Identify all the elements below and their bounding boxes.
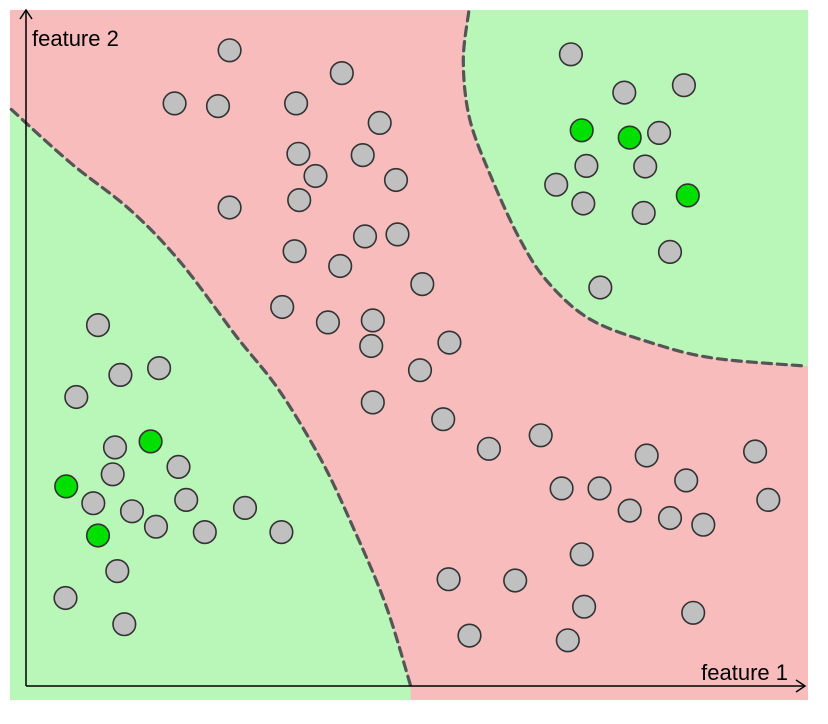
positive-region-1 (10, 109, 411, 700)
unlabeled-point-17 (410, 272, 435, 297)
unlabeled-point-20 (360, 308, 385, 333)
labeled-point-6 (85, 523, 111, 548)
points-layer (53, 38, 781, 653)
unlabeled-point-65 (569, 542, 594, 567)
y-axis-arrow-icon (19, 8, 33, 20)
axes-layer (19, 8, 807, 693)
unlabeled-point-44 (166, 454, 191, 480)
unlabeled-point-49 (232, 495, 258, 521)
x-axis-label: feature 1 (701, 660, 788, 685)
unlabeled-point-2 (329, 60, 354, 86)
unlabeled-point-31 (646, 120, 672, 145)
unlabeled-point-32 (574, 153, 599, 178)
unlabeled-point-48 (174, 487, 199, 513)
unlabeled-point-33 (633, 154, 658, 179)
unlabeled-point-63 (691, 512, 716, 537)
unlabeled-point-50 (143, 514, 169, 539)
unlabeled-point-4 (205, 93, 231, 119)
labeled-point-2 (617, 125, 642, 150)
unlabeled-point-13 (385, 222, 410, 247)
labeled-point-3 (675, 183, 700, 208)
positive-region-2 (463, 10, 808, 367)
unlabeled-point-61 (617, 498, 642, 523)
unlabeled-point-27 (528, 423, 553, 448)
unlabeled-point-46 (81, 491, 106, 516)
unlabeled-point-10 (383, 167, 409, 193)
unlabeled-point-41 (108, 362, 133, 388)
unlabeled-point-69 (681, 600, 706, 625)
labeled-point-1 (569, 118, 594, 143)
unlabeled-point-70 (457, 623, 482, 648)
unlabeled-point-62 (657, 505, 683, 531)
unlabeled-point-23 (407, 358, 433, 383)
unlabeled-point-43 (102, 435, 128, 460)
unlabeled-point-16 (328, 253, 353, 279)
unlabeled-point-12 (287, 188, 312, 213)
unlabeled-point-40 (147, 356, 172, 381)
unlabeled-point-53 (105, 558, 130, 584)
unlabeled-point-67 (503, 568, 528, 593)
unlabeled-point-54 (53, 585, 78, 611)
unlabeled-point-8 (350, 143, 375, 168)
unlabeled-point-30 (671, 73, 697, 98)
unlabeled-point-29 (612, 80, 637, 105)
unlabeled-point-5 (284, 91, 309, 116)
unlabeled-point-66 (436, 567, 461, 592)
regions-layer (10, 10, 808, 700)
unlabeled-point-37 (657, 239, 683, 264)
unlabeled-point-52 (269, 519, 294, 545)
unlabeled-point-56 (634, 443, 659, 468)
unlabeled-point-28 (558, 42, 584, 67)
unlabeled-point-47 (119, 499, 145, 524)
unlabeled-point-45 (100, 462, 125, 487)
decision-boundary-2 (461, 10, 808, 368)
unlabeled-point-36 (631, 200, 656, 225)
unlabeled-point-38 (588, 275, 613, 300)
unlabeled-point-68 (571, 594, 597, 619)
decision-boundary-layer (9, 10, 808, 688)
unlabeled-point-15 (282, 239, 307, 264)
unlabeled-point-35 (571, 191, 596, 216)
unlabeled-point-11 (217, 195, 242, 220)
unlabeled-point-18 (270, 294, 295, 320)
unlabeled-point-64 (756, 487, 781, 513)
unlabeled-point-57 (742, 439, 768, 464)
unlabeled-point-34 (544, 172, 569, 197)
unlabeled-point-51 (192, 519, 217, 545)
unlabeled-point-59 (587, 476, 612, 501)
decision-boundary-1 (9, 107, 413, 688)
unlabeled-point-6 (367, 110, 392, 135)
unlabeled-point-60 (674, 468, 699, 493)
unlabeled-point-9 (303, 163, 328, 189)
unlabeled-point-24 (360, 390, 385, 415)
unlabeled-point-39 (85, 313, 111, 338)
labeled-point-4 (138, 429, 163, 454)
unlabeled-point-19 (315, 310, 341, 335)
unlabeled-point-42 (64, 384, 89, 410)
unlabeled-point-7 (286, 141, 311, 166)
unlabeled-point-3 (162, 91, 187, 116)
y-axis-label: feature 2 (32, 26, 119, 51)
unlabeled-point-71 (555, 628, 580, 653)
labeled-point-5 (54, 474, 79, 499)
x-axis-arrow-icon (795, 679, 807, 693)
unlabeled-point-1 (217, 38, 242, 63)
unlabeled-point-55 (112, 612, 137, 637)
unlabeled-point-22 (437, 330, 462, 355)
unlabeled-point-25 (431, 407, 456, 432)
unlabeled-point-26 (476, 436, 502, 461)
unlabeled-point-14 (352, 224, 378, 249)
unlabeled-point-58 (549, 476, 574, 501)
unlabeled-point-21 (359, 333, 384, 359)
